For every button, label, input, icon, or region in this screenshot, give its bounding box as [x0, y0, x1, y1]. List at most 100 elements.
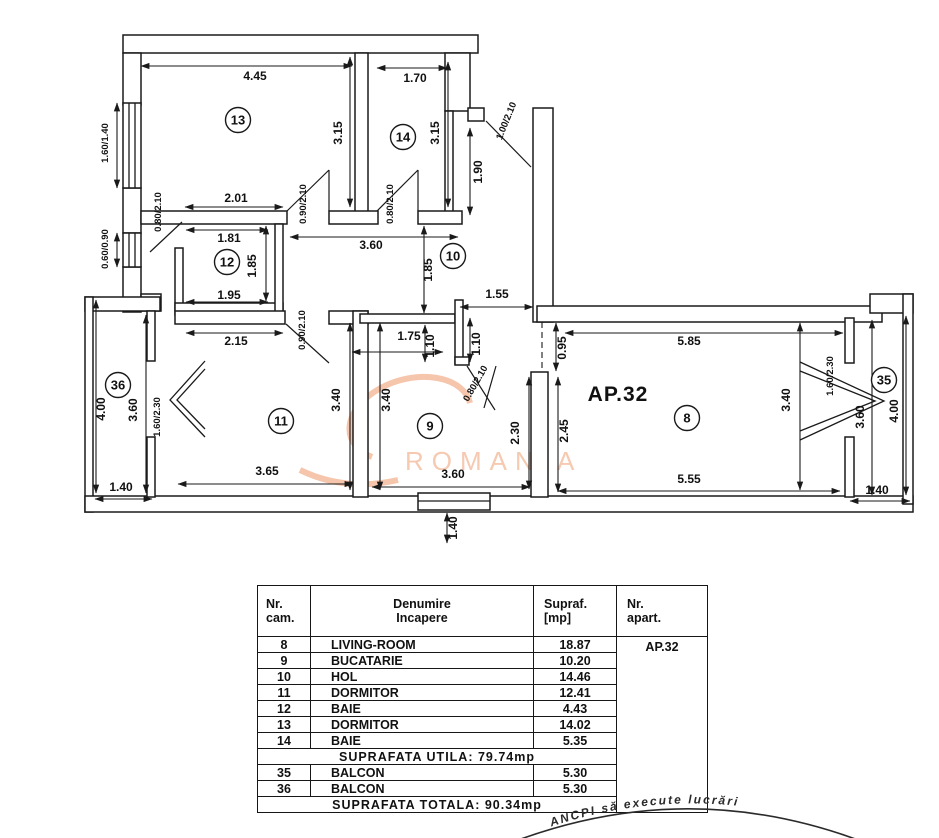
svg-text:9: 9	[426, 419, 433, 434]
cell-nr: 35	[257, 764, 311, 781]
dimension-label: 1.10	[423, 334, 437, 358]
dimension-label: 2.15	[224, 334, 248, 348]
dimension-label: 4.45	[243, 69, 267, 83]
dimension-label: 1.40	[109, 480, 133, 494]
svg-text:8: 8	[683, 411, 690, 426]
cell-nr: 9	[257, 652, 311, 669]
cell-area: 18.87	[533, 636, 617, 653]
room-number: 9	[416, 412, 444, 440]
cell-area: 5.30	[533, 780, 617, 797]
door-room11	[285, 323, 330, 364]
dimension-label: 1.85	[245, 254, 259, 278]
table-row: SUPRAFATA UTILA: 79.74mp	[257, 748, 708, 765]
dimension-label: 5.55	[677, 472, 701, 486]
windows	[122, 102, 886, 511]
walls	[84, 34, 914, 513]
cell-area: 5.35	[533, 732, 617, 749]
dimension-label: 1.40	[446, 516, 460, 540]
balcony35-french-window	[799, 361, 886, 441]
cell-area: 4.43	[533, 700, 617, 717]
door-room13	[286, 169, 330, 212]
dimension-label: 0.80/2.10	[153, 192, 164, 232]
cell-nr: 13	[257, 716, 311, 733]
cell-name: LIVING-ROOM	[310, 636, 534, 653]
door-room14	[376, 169, 419, 212]
dimension-label: 1.95	[217, 288, 241, 302]
dimension-label: 1.70	[403, 71, 427, 85]
dimension-label: 3.15	[428, 121, 442, 145]
dimension-label: 1.90	[471, 160, 485, 184]
watermark-swoosh-tail	[298, 467, 399, 488]
cell-area: 14.46	[533, 668, 617, 685]
dimension-label: 0.80/2.10	[461, 364, 490, 404]
cell-nr: 11	[257, 684, 311, 701]
cell-nr: 12	[257, 700, 311, 717]
dimension-label: 2.01	[224, 191, 248, 205]
cell-name: BALCON	[310, 780, 534, 797]
cell-name: DORMITOR	[310, 684, 534, 701]
watermark-text: ROMANIA	[405, 446, 582, 476]
door-room12	[149, 221, 183, 253]
dimension-label: 1.60/1.40	[100, 123, 111, 163]
dimension-label: 1.00/2.10	[494, 101, 519, 142]
area-table-container: Nr. cam. Denumire Incapere Supraf. [mp] …	[257, 585, 708, 813]
floor-plan-drawing: ROMANIA	[84, 34, 914, 544]
dimension-lines	[92, 56, 911, 544]
dimension-label: 3.60	[359, 238, 383, 252]
dimension-label: 1.85	[421, 258, 435, 282]
room-number: 10	[439, 242, 467, 270]
svg-text:11: 11	[274, 414, 288, 429]
cell-nr: 14	[257, 732, 311, 749]
header-nr-apart: Nr. apart.	[616, 585, 708, 637]
dimension-label: 0.95	[555, 336, 569, 360]
svg-text:14: 14	[396, 130, 411, 145]
dimension-label: 3.40	[779, 388, 793, 412]
cell-nr: 10	[257, 668, 311, 685]
dimension-label: 1.60/2.30	[152, 397, 163, 437]
svg-text:36: 36	[111, 378, 125, 393]
cell-nr: 36	[257, 780, 311, 797]
door-kitchen	[466, 365, 497, 411]
cell-area: 5.30	[533, 764, 617, 781]
cell-area: 10.20	[533, 652, 617, 669]
dimension-label: 2.45	[557, 419, 571, 443]
dimension-label: 3.65	[255, 464, 279, 478]
dimension-label: 0.60/0.90	[100, 229, 111, 269]
dimension-label: 3.60	[853, 405, 867, 429]
dimension-label: 3.40	[329, 388, 343, 412]
dimension-label: 3.40	[379, 388, 393, 412]
balcony36-french-window	[169, 360, 206, 438]
dimension-label: 0.80/2.10	[385, 184, 396, 224]
cell-name: BAIE	[310, 700, 534, 717]
room-number: 13	[224, 106, 252, 134]
dimension-label: 5.85	[677, 334, 701, 348]
window-kitchen-bottom	[417, 492, 491, 511]
dimension-label: 0.90/2.10	[297, 310, 308, 350]
dimension-label: 1.40	[865, 483, 889, 497]
window-left-upper	[122, 102, 142, 189]
total-area-row: SUPRAFATA TOTALA: 90.34mp	[257, 796, 617, 813]
dimension-label: 1.10	[469, 332, 483, 356]
header-nr-cam: Nr. cam.	[257, 585, 311, 637]
dimension-label: 0.90/2.10	[298, 184, 309, 224]
dimension-label: 3.15	[331, 121, 345, 145]
dimension-label: 4.00	[887, 399, 901, 423]
dimension-label: 1.55	[485, 287, 509, 301]
header-suprafata: Supraf. [mp]	[533, 585, 617, 637]
dimension-label: 3.60	[441, 467, 465, 481]
entrance-door	[485, 120, 532, 168]
cell-nr: 8	[257, 636, 311, 653]
svg-text:12: 12	[220, 255, 234, 270]
dimension-label: 2.30	[508, 421, 522, 445]
room-number: 8	[673, 404, 701, 432]
cell-name: BALCON	[310, 764, 534, 781]
dimension-label: 4.00	[94, 397, 108, 421]
apartment-label: AP.32	[588, 383, 649, 406]
